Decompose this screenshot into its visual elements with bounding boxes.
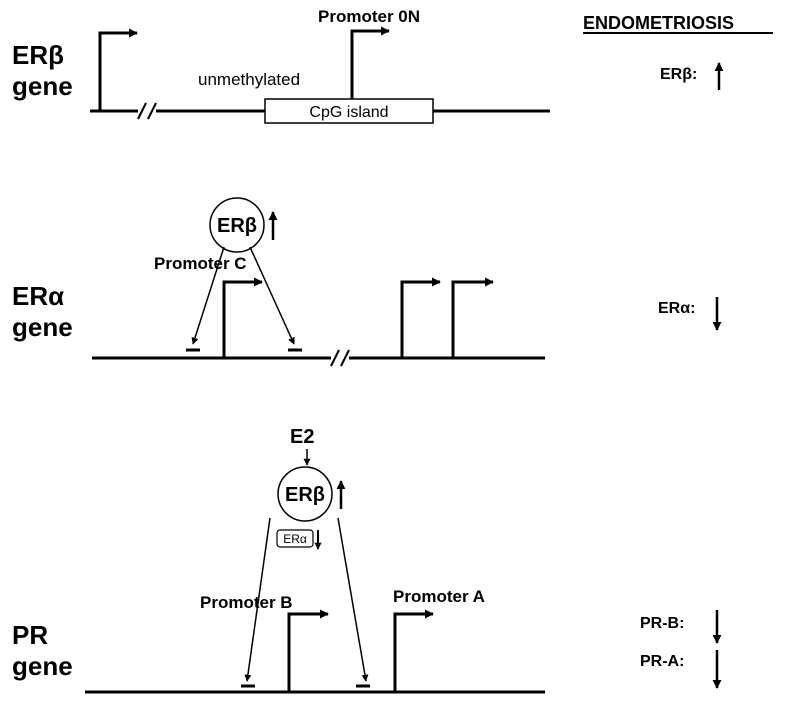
pr-b-status-label: PR-B: — [640, 615, 684, 632]
er-beta-gene-label-line2: gene — [12, 71, 73, 101]
er-beta-upstream-promoter-arrow — [98, 28, 138, 111]
pr-gene-label-line2: gene — [12, 651, 73, 681]
pr-er-beta-to-left-site-arrow — [244, 517, 271, 682]
pr-a-status-label: PR-A: — [640, 653, 684, 670]
er-alpha-break-mark-1 — [330, 349, 340, 367]
cpg-island-box — [264, 98, 434, 124]
promoter-b-label: Promoter B — [200, 593, 293, 612]
er-alpha-promoter-arrow-3 — [451, 277, 494, 358]
er-alpha-secondary-label: ERα — [283, 532, 307, 546]
er-beta-regulator-circle — [209, 197, 265, 253]
er-alpha-gene-label-line2: gene — [12, 312, 73, 342]
pr-er-beta-to-right-site-arrow — [337, 517, 369, 682]
er-alpha-gene-label-line1: ERα — [12, 281, 64, 311]
pr-er-beta-label: ERβ — [285, 484, 325, 506]
er-beta-status-label: ERβ: — [660, 66, 697, 83]
promoter-c-label: Promoter C — [154, 254, 247, 273]
promoter-0n-arrow — [350, 26, 390, 99]
er-alpha-status-label: ERα: — [658, 300, 695, 317]
er-alpha-secondary-box — [276, 529, 314, 548]
er-beta-to-right-site-arrow — [249, 246, 295, 345]
er-beta-gene-label-line1: ERβ — [12, 40, 64, 70]
promoter-a-label: Promoter A — [393, 587, 485, 606]
promoter-a-arrow — [393, 609, 434, 692]
er-beta-gene-section: ERβ gene CpG island Promoter 0N unmethyl… — [12, 7, 724, 124]
pr-gene-label-line1: PR — [12, 620, 48, 650]
er-beta-to-left-site-arrow — [191, 246, 225, 345]
unmethylated-label: unmethylated — [198, 70, 300, 89]
promoter-c-arrow — [222, 277, 263, 358]
pr-gene-section: E2 ERβ ERα Promoter B Promoter A PR gene… — [12, 426, 722, 694]
er-alpha-promoter-arrow-2 — [400, 277, 441, 358]
pr-er-beta-circle — [277, 466, 333, 522]
er-beta-regulator-label: ERβ — [217, 215, 257, 237]
er-alpha-gene-section: ERβ Promoter C ERα gene ERα: — [12, 197, 722, 367]
promoter-0n-label: Promoter 0N — [318, 7, 420, 26]
promoter-b-arrow — [287, 609, 329, 692]
er-beta-break-mark-1 — [137, 102, 147, 120]
column-header: ENDOMETRIOSIS — [583, 13, 734, 33]
cpg-island-label: CpG island — [309, 104, 388, 121]
er-alpha-break-mark-2 — [340, 349, 350, 367]
e2-label: E2 — [290, 426, 314, 448]
er-beta-break-mark-2 — [147, 102, 157, 120]
